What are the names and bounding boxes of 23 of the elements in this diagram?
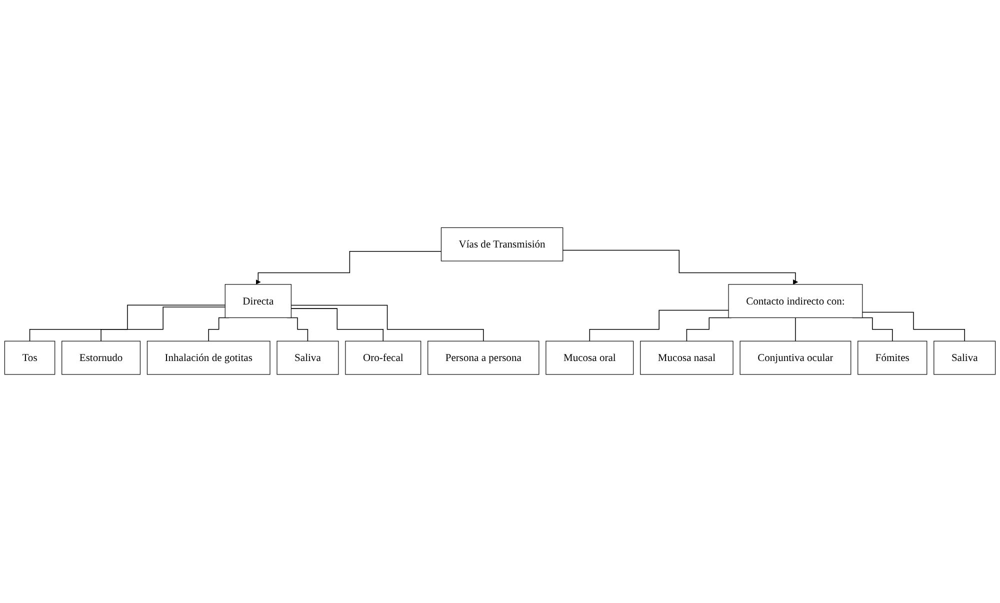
node-box: Contacto indirecto con: (728, 284, 863, 318)
connector (290, 308, 384, 342)
node-box: Inhalación de gotitas (146, 341, 270, 376)
node-box: Estornudo (62, 341, 140, 376)
node-box: Saliva (276, 341, 339, 376)
connector (795, 318, 796, 342)
connector (29, 305, 226, 342)
arrow (562, 250, 798, 286)
node-box: Vías de Transmisión (440, 228, 564, 262)
arrow (256, 251, 442, 286)
node-box: Persona a persona (428, 341, 540, 376)
node-box: Saliva (934, 341, 996, 376)
node-box: Conjuntiva ocular (740, 341, 852, 376)
node-box: Directa (224, 284, 292, 318)
connector (589, 310, 729, 342)
node-box: Fómites (858, 341, 928, 376)
node-box: Mucosa oral (546, 341, 634, 376)
connector (862, 312, 965, 342)
connector (290, 305, 484, 342)
node-box: Oro-fecal (345, 341, 422, 376)
connector (100, 307, 226, 342)
node-box: Tos (4, 341, 56, 376)
node-box: Mucosa nasal (640, 341, 734, 376)
